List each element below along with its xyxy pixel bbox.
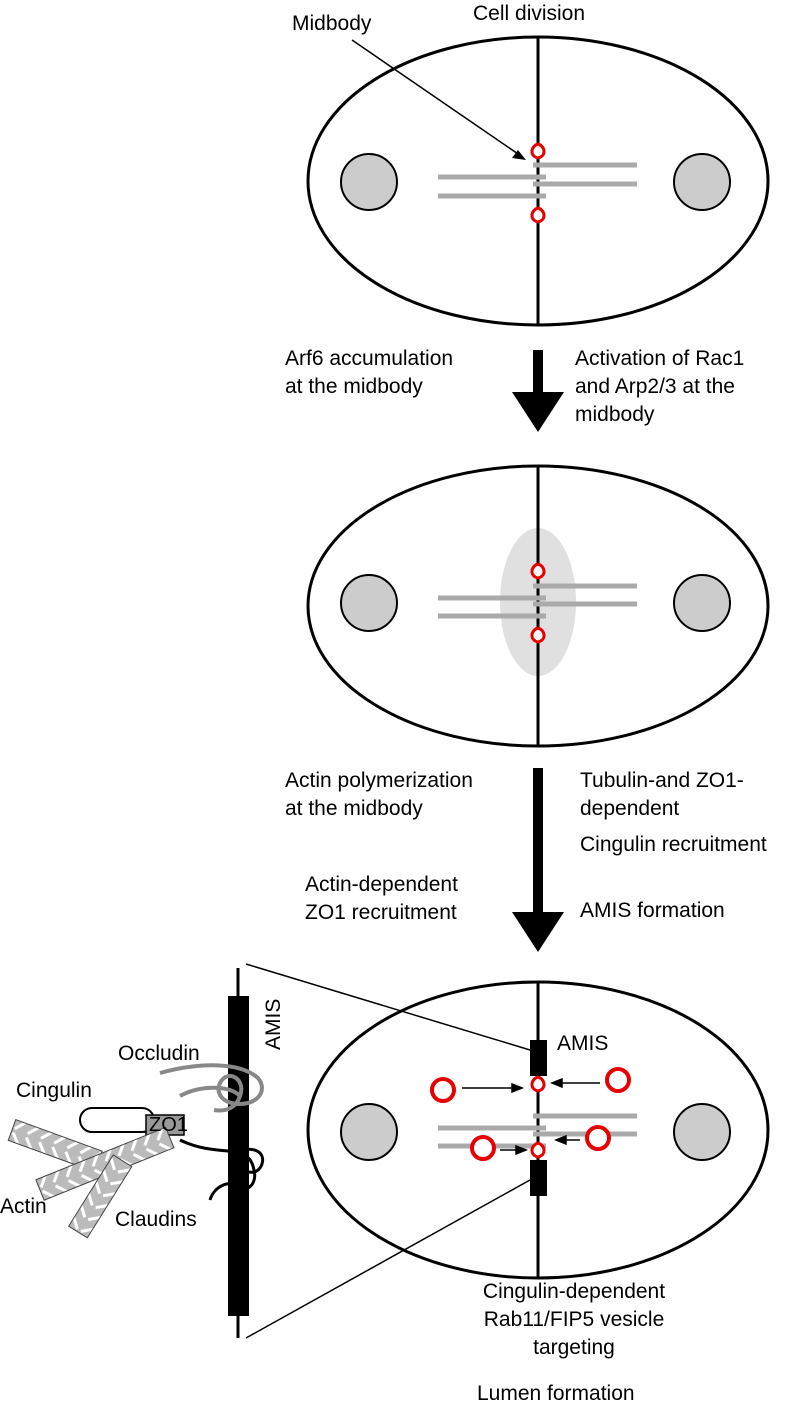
actin-polymerization-stage [306, 464, 770, 748]
midbody-vesicle-bottom [530, 626, 546, 644]
cingulin-label: Cingulin [16, 1079, 92, 1102]
step1-left-line: Arf6 accumulation [285, 347, 454, 370]
vesicle-upper-right [605, 1067, 631, 1093]
transition-arrow-2 [512, 768, 564, 952]
step2-left-line: Actin polymerization [285, 769, 473, 792]
step2-right-line: dependent [580, 797, 680, 820]
nucleus-right [673, 153, 731, 211]
step2-left-line: Actin-dependent [305, 873, 458, 896]
transition-arrow-1 [512, 350, 564, 432]
cell-division-stage [306, 35, 770, 327]
zo1-label: ZO1 [149, 1114, 188, 1136]
midbody-vesicle-top [530, 1075, 546, 1093]
vesicle-upper-left [430, 1077, 456, 1103]
actin-filaments [7, 1119, 175, 1239]
lumen-formation-label: Lumen formation [477, 1382, 635, 1405]
step2-left-text-a: Actin polymerization at the midbody [285, 767, 473, 823]
cingulin-body [79, 1107, 155, 1133]
amis-cell-label: AMIS [557, 1032, 609, 1055]
step2-left-line: at the midbody [285, 797, 423, 820]
occludin-label: Occludin [118, 1042, 200, 1065]
amis-vertical-label: AMIS [262, 998, 285, 1050]
step2-right-text-c: AMIS formation [580, 899, 725, 922]
nucleus-right [673, 574, 731, 632]
midbody-vesicle-top [530, 562, 546, 580]
occludin-strand-2 [179, 1085, 242, 1098]
final-step-text: Cingulin-dependent Rab11/FIP5 vesicle ta… [467, 1278, 681, 1362]
midbody-vesicle-top [530, 142, 546, 160]
midbody-pointer [351, 39, 522, 157]
step2-left-line: ZO1 recruitment [305, 901, 457, 924]
final-step-line: Rab11/FIP5 vesicle [483, 1308, 665, 1331]
amis-block-top [530, 1040, 547, 1076]
junction-inset [7, 968, 265, 1338]
vesicle-lower-left [470, 1135, 496, 1161]
amis-stage [306, 980, 770, 1280]
final-step-line: targeting [533, 1336, 615, 1359]
step2-right-text-a: Tubulin-and ZO1- dependent [580, 767, 744, 823]
claudin-strand [179, 1138, 265, 1201]
nucleus-left [340, 574, 398, 632]
midbody-vesicle-bottom [530, 206, 546, 224]
step2-right-line: Tubulin-and ZO1- [580, 769, 744, 792]
step1-right-text: Activation of Rac1 and Arp2/3 at the mid… [575, 345, 744, 429]
final-step-line: Cingulin-dependent [482, 1280, 666, 1303]
spindle-microtubules [438, 162, 637, 199]
step2-left-text-b: Actin-dependent ZO1 recruitment [305, 871, 458, 927]
cell-division-label: Cell division [473, 2, 586, 25]
step1-right-line: Activation of Rac1 [575, 347, 745, 370]
zoom-line-top [245, 963, 531, 1051]
midbody-pointer-head [512, 150, 526, 160]
nucleus-left [340, 1103, 398, 1161]
actin-label: Actin [0, 1195, 47, 1218]
step1-right-line: midbody [575, 403, 655, 426]
vesicle-lower-right [585, 1125, 611, 1151]
actin-filament-3 [67, 1154, 133, 1239]
nucleus-left [340, 153, 398, 211]
claudins-label: Claudins [115, 1208, 197, 1231]
zoom-line-bottom [245, 1179, 531, 1339]
nucleus-right [673, 1103, 731, 1161]
step2-right-text-b: Cingulin recruitment [580, 833, 767, 856]
occludin-strand [159, 1063, 264, 1113]
vesicle-arrows [462, 1077, 600, 1156]
amis-block-bottom [530, 1160, 547, 1196]
midbody-label: Midbody [292, 12, 372, 35]
step1-left-text: Arf6 accumulation at the midbody [285, 345, 453, 401]
spindle-microtubules [438, 583, 637, 619]
midbody-vesicle-bottom [530, 1141, 546, 1159]
step1-right-line: and Arp2/3 at the [575, 375, 735, 398]
step1-left-line: at the midbody [285, 375, 423, 398]
